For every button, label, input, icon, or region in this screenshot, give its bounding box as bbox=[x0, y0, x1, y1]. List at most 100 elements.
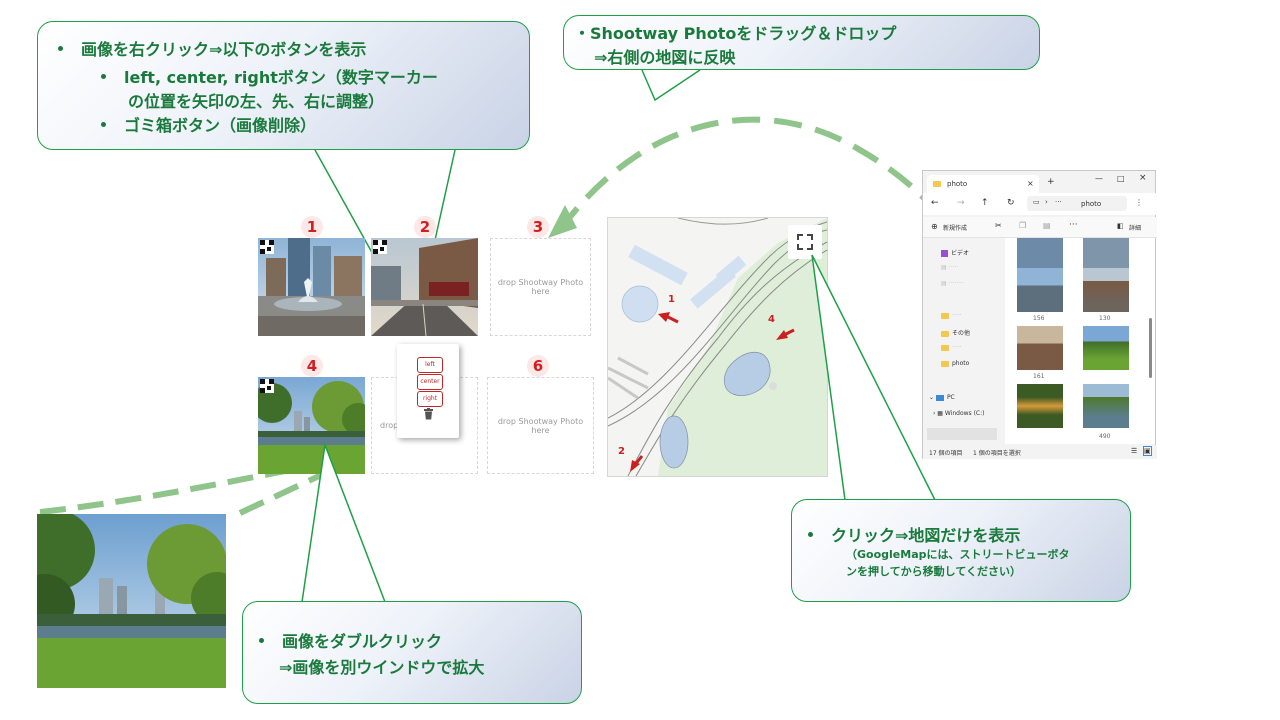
drop-zone-label: drop bbox=[380, 421, 399, 430]
park-lake-image bbox=[258, 377, 365, 474]
address-text: photo bbox=[1081, 200, 1102, 208]
left-button[interactable]: left bbox=[417, 357, 443, 373]
photo-slot-2[interactable] bbox=[371, 238, 478, 336]
callout-double-click-line1: 画像をダブルクリック bbox=[282, 632, 443, 651]
qr-code-icon bbox=[260, 240, 274, 254]
callout-right-click: 画像を右クリック⇒以下のボタンを表示 left, center, rightボタ… bbox=[37, 21, 530, 150]
nav-item-other[interactable]: その他 bbox=[941, 328, 970, 337]
nav-item-folder-b[interactable]: ····· bbox=[941, 344, 962, 351]
drop-zone-6[interactable]: drop Shootway Photo here bbox=[487, 377, 594, 474]
center-button[interactable]: center bbox=[417, 374, 443, 390]
nav-item-video[interactable]: ビデオ bbox=[941, 248, 969, 257]
explorer-tab[interactable]: photo × bbox=[927, 175, 1039, 193]
nav-item-blurred[interactable]: ▤ ········ bbox=[941, 280, 964, 287]
slot-number-3: 3 bbox=[527, 216, 549, 238]
file-thumbnail[interactable] bbox=[1083, 326, 1129, 370]
details-pane-icon[interactable]: ◧ bbox=[1117, 222, 1124, 230]
close-tab-icon[interactable]: × bbox=[1027, 179, 1034, 188]
paste-icon[interactable]: ▤ bbox=[1043, 221, 1051, 230]
callout-map-click-line3: ンを押してから移動してください） bbox=[846, 565, 1022, 578]
file-thumbnail[interactable] bbox=[1017, 268, 1063, 312]
qr-code-icon bbox=[373, 240, 387, 254]
nav-item-photo[interactable]: photo bbox=[941, 360, 969, 367]
vertical-scrollbar[interactable] bbox=[1149, 318, 1152, 378]
address-bar[interactable]: ▭ › ··· photo bbox=[1027, 196, 1127, 211]
file-label: 156 bbox=[1033, 315, 1045, 322]
new-button[interactable]: 新規作成 bbox=[943, 225, 968, 232]
photo-slot-1[interactable] bbox=[258, 238, 365, 336]
file-grid: 156 130 161 490 bbox=[1005, 238, 1155, 444]
up-icon[interactable]: ↑ bbox=[981, 198, 989, 208]
maximize-icon[interactable]: □ bbox=[1117, 174, 1125, 183]
nav-pane: ビデオ ▤ ····· ▤ ········ ····· その他 ····· p… bbox=[923, 238, 1003, 444]
new-icon[interactable]: ⊕ bbox=[931, 222, 938, 231]
status-selection: 1 個の項目を選択 bbox=[973, 450, 1021, 457]
bullet-icon bbox=[101, 74, 106, 79]
folder-icon bbox=[941, 330, 949, 337]
more-path-icon: ··· bbox=[1055, 198, 1062, 206]
folder-icon bbox=[933, 181, 941, 187]
list-view-icon[interactable]: ☰ bbox=[1131, 447, 1138, 455]
file-thumbnail[interactable] bbox=[1083, 268, 1129, 312]
file-thumbnail[interactable] bbox=[1083, 384, 1129, 428]
file-thumbnail[interactable] bbox=[1017, 326, 1063, 370]
fountain-plaza-image bbox=[258, 238, 365, 336]
refresh-icon[interactable]: ↻ bbox=[1007, 198, 1015, 208]
cut-icon[interactable]: ✂ bbox=[995, 221, 1002, 230]
callout-right-click-line1: 画像を右クリック⇒以下のボタンを表示 bbox=[81, 40, 367, 59]
callout-right-click-line4: ゴミ箱ボタン（画像削除） bbox=[124, 116, 317, 135]
more-options-icon[interactable]: ··· bbox=[1069, 220, 1078, 230]
status-item-count: 17 個の項目 bbox=[929, 450, 963, 457]
nav-horizontal-scrollbar[interactable] bbox=[927, 428, 997, 440]
right-button[interactable]: right bbox=[417, 391, 443, 407]
forward-icon[interactable]: → bbox=[957, 198, 965, 208]
photo-slot-4[interactable] bbox=[258, 377, 365, 474]
map-panel[interactable]: 1 4 2 bbox=[607, 217, 828, 477]
back-icon[interactable]: ← bbox=[931, 198, 939, 208]
enlarged-park-image bbox=[37, 514, 226, 688]
street-image bbox=[371, 238, 478, 336]
qr-code-icon bbox=[260, 379, 274, 393]
fullscreen-button[interactable] bbox=[788, 225, 822, 259]
nav-item-other-label: その他 bbox=[952, 330, 971, 337]
nav-item-folder-a[interactable]: ····· bbox=[941, 312, 962, 319]
slot-number-1: 1 bbox=[301, 216, 323, 238]
slot-number-4: 4 bbox=[301, 355, 323, 377]
file-thumbnail[interactable] bbox=[1017, 384, 1063, 428]
search-icon[interactable]: ⋮ bbox=[1135, 198, 1143, 207]
callout-map-click-line2: （GoogleMapには、ストリートビューボタ bbox=[846, 548, 1070, 561]
file-label: 130 bbox=[1099, 315, 1111, 322]
bullet-icon bbox=[58, 46, 63, 51]
enlarged-image-window[interactable] bbox=[37, 514, 226, 688]
folder-icon bbox=[941, 344, 949, 351]
chevron-right-icon: › bbox=[1045, 198, 1048, 206]
minimize-icon[interactable]: — bbox=[1095, 174, 1103, 183]
folder-icon bbox=[941, 360, 949, 367]
drop-zone-3[interactable]: drop Shootway Photo here bbox=[490, 238, 591, 336]
slot-number-2: 2 bbox=[414, 216, 436, 238]
bullet-icon bbox=[101, 122, 106, 127]
file-explorer-window: photo × + — □ × ← → ↑ ↻ ▭ › ··· photo ⋮ … bbox=[922, 170, 1157, 459]
nav-item-pc-label: PC bbox=[946, 394, 955, 401]
copy-icon[interactable]: ❐ bbox=[1019, 221, 1027, 230]
thumbnail-view-icon[interactable]: ▣ bbox=[1143, 446, 1152, 456]
monitor-icon: ▭ bbox=[1033, 198, 1040, 206]
callout-drag-drop-line2: ⇒右側の地図に反映 bbox=[594, 48, 736, 67]
bullet-icon bbox=[808, 532, 813, 537]
new-tab-icon[interactable]: + bbox=[1047, 177, 1055, 187]
map-marker-1: 1 bbox=[668, 294, 675, 305]
nav-item-windows[interactable]: › ▦ Windows (C:) bbox=[933, 410, 985, 417]
nav-item-windows-label: Windows (C:) bbox=[944, 410, 985, 417]
trash-icon[interactable] bbox=[423, 408, 434, 420]
details-button[interactable]: 詳細 bbox=[1129, 225, 1142, 232]
callout-map-click-line1: クリック⇒地図だけを表示 bbox=[831, 526, 1021, 545]
callout-right-click-line3: の位置を矢印の左、先、右に調整） bbox=[128, 92, 385, 111]
status-bar: 17 個の項目 1 個の項目を選択 ☰ ▣ bbox=[923, 445, 1157, 459]
close-window-icon[interactable]: × bbox=[1139, 173, 1147, 183]
nav-item-pc[interactable]: ⌄ PC bbox=[929, 394, 955, 401]
video-folder-icon bbox=[941, 250, 948, 257]
drop-zone-label: drop Shootway Photo here bbox=[497, 278, 584, 296]
nav-item-docs[interactable]: ▤ ····· bbox=[941, 264, 959, 271]
